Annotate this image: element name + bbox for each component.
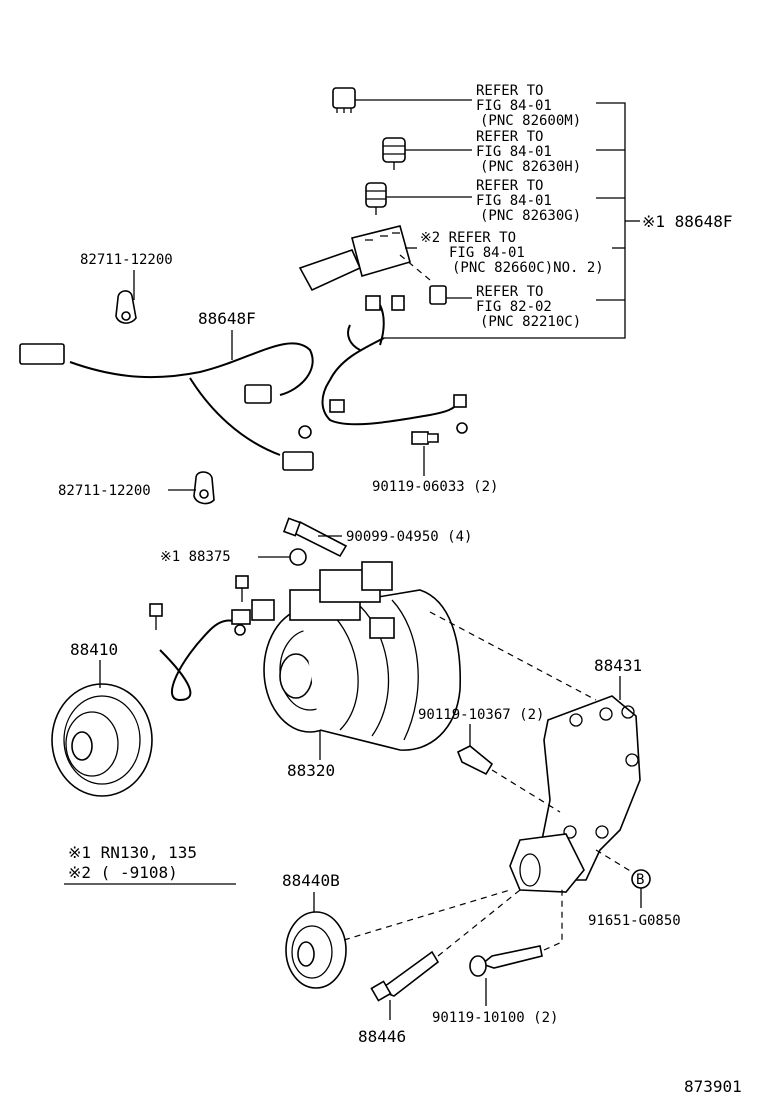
refer-4-line-1: ※2 REFER TO [420, 230, 516, 246]
refer-block-1: REFER TO FIG 84-01 (PNC 82600M) [476, 83, 581, 129]
refer-5-line-2: FIG 82-02 [476, 299, 552, 315]
refer-2-line-3: (PNC 82630H) [480, 159, 581, 175]
dash-bolt-bracket [491, 769, 561, 813]
harness-ring-terminal-2 [456, 422, 468, 434]
bolt-90119-06033 [411, 431, 439, 476]
refer-block-4: ※2 REFER TO FIG 84-01 (PNC 82660C)NO. 2) [420, 230, 604, 276]
refer-5-line-1: REFER TO [476, 284, 543, 300]
switch-connector-1 [332, 87, 472, 113]
label-82711-bottom: 82711-12200 [58, 483, 151, 499]
label-90119-10100: 90119-10100 (2) [432, 1010, 558, 1026]
note-1: ※1 RN130, 135 [68, 843, 197, 862]
refer-block-2: REFER TO FIG 84-01 (PNC 82630H) [476, 129, 581, 175]
harness-connector-4 [365, 295, 381, 311]
refer-bracket [384, 102, 640, 339]
dash-10100-bracket [543, 886, 563, 951]
harness-connector-7 [453, 394, 467, 408]
screw-small-1 [235, 575, 249, 602]
refer-2-line-1: REFER TO [476, 129, 543, 145]
harness-ring-terminal [298, 425, 312, 439]
refer-3-line-3: (PNC 82630G) [480, 208, 581, 224]
label-88375: ※1 88375 [160, 549, 231, 565]
note-2: ※2 ( -9108) [68, 863, 178, 882]
idler-pulley-88440b [285, 911, 347, 989]
refer-1-line-3: (PNC 82600M) [480, 113, 581, 129]
harness-connector-6 [329, 399, 345, 413]
b-marker-letter: B [636, 872, 644, 888]
refer-1-line-1: REFER TO [476, 83, 543, 99]
pressure-switch-2 [365, 182, 472, 215]
refer-2-line-2: FIG 84-01 [476, 144, 552, 160]
refer-4-line-2: FIG 84-01 [449, 245, 525, 261]
refer-block-5: REFER TO FIG 82-02 (PNC 82210C) [476, 284, 581, 330]
harness-connector-3 [282, 451, 314, 471]
screw-small-2 [149, 603, 163, 630]
bolt-90099-04950 [282, 517, 348, 558]
wire-harness-88648f [19, 295, 468, 471]
dash-pulley-bracket [343, 889, 511, 941]
refer-3-line-2: FIG 84-01 [476, 193, 552, 209]
label-88410: 88410 [70, 640, 118, 659]
label-88440b: 88440B [282, 871, 340, 890]
label-90119-10367: 90119-10367 (2) [418, 707, 544, 723]
label-88446: 88446 [358, 1027, 406, 1046]
compressor-88320 [263, 561, 462, 760]
label-91651: 91651-G0850 [588, 913, 681, 929]
clip-82711-top [115, 270, 137, 324]
clip-82711-bottom [168, 471, 215, 505]
clutch-wire [159, 599, 275, 702]
refer-1-line-2: FIG 84-01 [476, 98, 552, 114]
magnet-clutch-88410 [51, 660, 153, 797]
bolt-90119-10367 [456, 724, 494, 776]
refer-block-3: REFER TO FIG 84-01 (PNC 82630G) [476, 178, 581, 224]
dash-compressor-bracket [429, 611, 597, 701]
small-connector-5 [429, 285, 472, 305]
dash-88446-bracket [437, 889, 521, 957]
label-88431: 88431 [594, 656, 642, 675]
refer-5-line-3: (PNC 82210C) [480, 314, 581, 330]
harness-connector-2 [244, 384, 272, 404]
label-90119-06033: 90119-06033 (2) [372, 479, 498, 495]
label-82711-top: 82711-12200 [80, 252, 173, 268]
relay-connector [298, 225, 431, 292]
label-88320: 88320 [287, 761, 335, 780]
pressure-switch-1 [382, 137, 472, 170]
label-88648f: 88648F [198, 309, 256, 328]
nut-88375 [289, 548, 307, 566]
harness-connector-5 [391, 295, 405, 311]
bracket-88431 [509, 676, 641, 893]
harness-connector-1 [19, 343, 65, 365]
refer-4-line-3: (PNC 82660C)NO. 2) [452, 260, 604, 276]
refer-3-line-1: REFER TO [476, 178, 543, 194]
label-90099-04950: 90099-04950 (4) [346, 529, 472, 545]
b-marker: B [595, 849, 651, 908]
bolt-90119-10100 [469, 945, 543, 1006]
bolt-88446 [370, 950, 440, 1020]
figure-id: 873901 [684, 1077, 742, 1096]
bracket-group-label: ※1 88648F [642, 212, 732, 231]
